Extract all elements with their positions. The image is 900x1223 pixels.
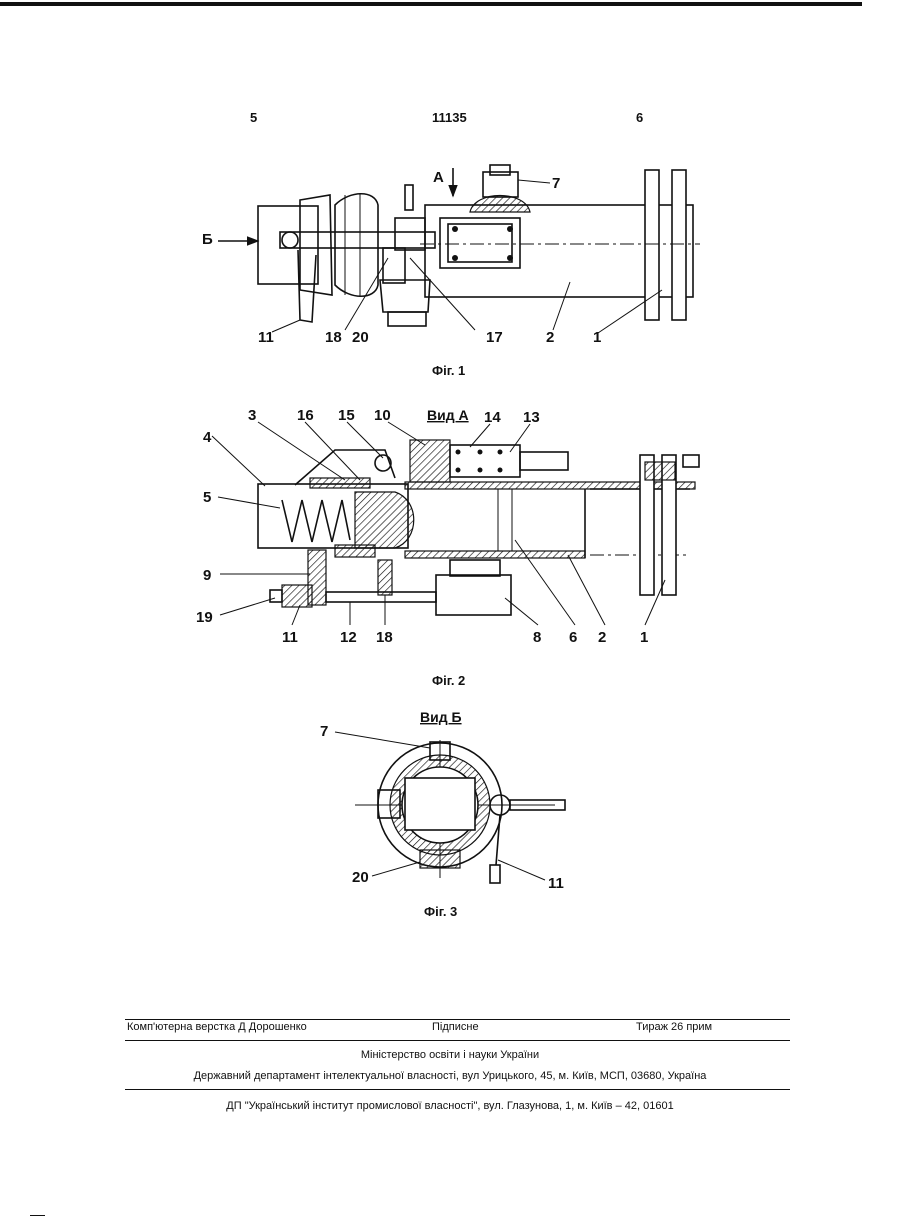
figure-2-caption: Фіг. 2 <box>432 673 465 688</box>
footer-department: Державний департамент інтелектуальної вл… <box>0 1070 900 1082</box>
svg-text:7: 7 <box>320 723 328 740</box>
svg-text:2: 2 <box>546 329 554 346</box>
corner-mark <box>30 1215 45 1216</box>
svg-text:11: 11 <box>282 629 298 646</box>
footer-rule-3 <box>125 1089 790 1090</box>
svg-text:11: 11 <box>548 875 564 892</box>
figure-1-labels: А Б 7 11 18 20 17 2 1 <box>202 169 601 346</box>
part-20-end <box>420 850 460 868</box>
svg-text:20: 20 <box>352 329 369 346</box>
svg-text:5: 5 <box>203 489 211 506</box>
figure-1-drawing <box>218 165 700 333</box>
view-arrow-label-b: Б <box>202 231 213 248</box>
figure-1-caption: Фіг. 1 <box>432 363 465 378</box>
figure-3-drawing <box>335 732 565 883</box>
actuator-box <box>440 218 520 268</box>
footer-rule-1 <box>125 1019 790 1020</box>
svg-text:16: 16 <box>297 407 314 424</box>
svg-text:18: 18 <box>325 329 342 346</box>
svg-text:2: 2 <box>598 629 606 646</box>
view-arrow-label-a: А <box>433 169 444 186</box>
svg-text:7: 7 <box>552 175 560 192</box>
svg-text:19: 19 <box>196 609 213 626</box>
footer-rule-2 <box>125 1040 790 1041</box>
spring-cup <box>335 194 378 297</box>
svg-text:8: 8 <box>533 629 541 646</box>
svg-text:3: 3 <box>248 407 256 424</box>
svg-text:9: 9 <box>203 567 211 584</box>
footer-typesetting: Комп'ютерна верстка Д Дорошенко <box>127 1021 307 1033</box>
top-actuator <box>450 445 520 477</box>
svg-text:14: 14 <box>484 409 501 426</box>
svg-text:10: 10 <box>374 407 391 424</box>
svg-text:15: 15 <box>338 407 355 424</box>
clamp-part-7 <box>470 196 530 213</box>
figure-3-caption: Фіг. 3 <box>424 904 457 919</box>
svg-text:1: 1 <box>593 329 601 346</box>
svg-text:1: 1 <box>640 629 648 646</box>
footer-ministry: Міністерство освіти і науки України <box>0 1049 900 1061</box>
spring <box>282 500 350 542</box>
svg-text:4: 4 <box>203 429 212 446</box>
footer-circulation: Тираж 26 прим <box>636 1021 712 1033</box>
piston-head <box>355 492 414 548</box>
svg-text:18: 18 <box>376 629 393 646</box>
view-b-title: Вид Б <box>420 709 462 725</box>
flange-left <box>645 170 659 320</box>
view-a-title: Вид А <box>427 407 469 423</box>
actuator-8 <box>436 575 511 615</box>
svg-text:13: 13 <box>523 409 540 426</box>
housing-collar <box>300 195 332 295</box>
figure-2-drawing <box>212 422 699 625</box>
footer-signed: Підписне <box>432 1021 479 1033</box>
footer-publisher: ДП "Український інститут промислової вла… <box>0 1100 900 1112</box>
housing <box>258 206 318 284</box>
svg-text:12: 12 <box>340 629 357 646</box>
rod <box>280 232 435 248</box>
svg-text:17: 17 <box>486 329 503 346</box>
svg-text:11: 11 <box>258 329 274 346</box>
nut-part-20 <box>380 280 430 312</box>
pipe-wall-bottom <box>405 551 585 558</box>
flange-right <box>672 170 686 320</box>
svg-text:20: 20 <box>352 869 369 886</box>
svg-text:6: 6 <box>569 629 577 646</box>
